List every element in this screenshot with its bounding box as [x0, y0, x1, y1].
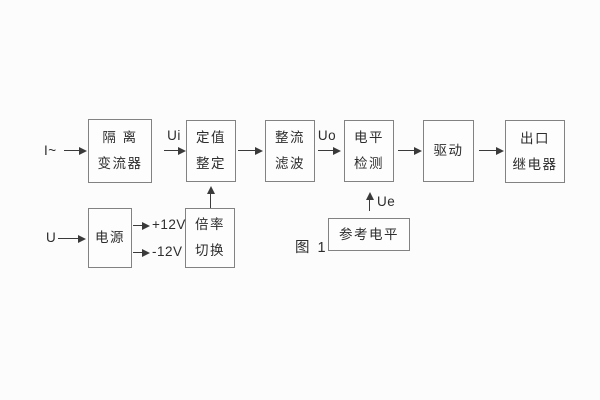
label-ui: Ui — [167, 128, 181, 143]
block-label-line: 倍率 — [195, 217, 225, 232]
block-label-line: 出口 — [520, 130, 550, 146]
block-label-line: 定值 — [196, 130, 226, 145]
arrow-ratio-to-setting — [206, 186, 215, 208]
block-drive: 驱动 — [423, 120, 474, 182]
label-input-current: I~ — [44, 143, 57, 158]
label-input-voltage: U — [46, 230, 57, 245]
arrow-rectifier-to-level — [318, 146, 341, 155]
arrow-level-to-drive — [398, 146, 422, 155]
arrow-reference-ue — [365, 192, 374, 211]
block-label-line: 继电器 — [512, 156, 558, 172]
block-label-line: 整定 — [196, 156, 226, 171]
block-label-line: 隔 离 — [102, 130, 138, 145]
arrow-drive-to-relay — [479, 146, 504, 155]
block-label-line: 电平 — [354, 130, 384, 145]
block-isolation-transformer: 隔 离 变流器 — [88, 119, 152, 183]
label-uo: Uo — [317, 128, 337, 143]
block-power-supply: 电源 — [88, 208, 132, 268]
arrow-isolation-to-setting — [164, 146, 186, 155]
arrow-voltage-input — [58, 234, 86, 243]
block-reference-level: 参考电平 — [328, 218, 410, 251]
block-setting-adjustment: 定值 整定 — [186, 120, 236, 182]
block-label-line: 切换 — [195, 243, 225, 258]
block-level-detection: 电平 检测 — [344, 120, 394, 182]
block-label-line: 参考电平 — [339, 226, 399, 242]
block-rectifier-filter: 整流 滤波 — [265, 120, 315, 182]
label-plus-12v: +12V — [152, 217, 186, 232]
block-label-line: 电源 — [95, 230, 125, 245]
block-label-line: 滤波 — [275, 156, 305, 171]
arrow-setting-to-rectifier — [238, 146, 263, 155]
arrow-power-plus12v — [133, 221, 150, 230]
arrow-current-input — [64, 146, 87, 155]
figure-caption: 图 1 — [295, 240, 328, 256]
arrow-power-minus12v — [133, 248, 150, 257]
block-output-relay: 出口 继电器 — [505, 120, 565, 183]
label-ue: Ue — [377, 194, 396, 209]
block-ratio-switch: 倍率 切换 — [185, 208, 235, 268]
label-minus-12v: -12V — [152, 244, 183, 259]
block-label-line: 整流 — [275, 130, 305, 145]
block-label-line: 检测 — [354, 156, 384, 171]
block-label-line: 变流器 — [97, 156, 143, 171]
block-label-line: 驱动 — [433, 143, 464, 158]
